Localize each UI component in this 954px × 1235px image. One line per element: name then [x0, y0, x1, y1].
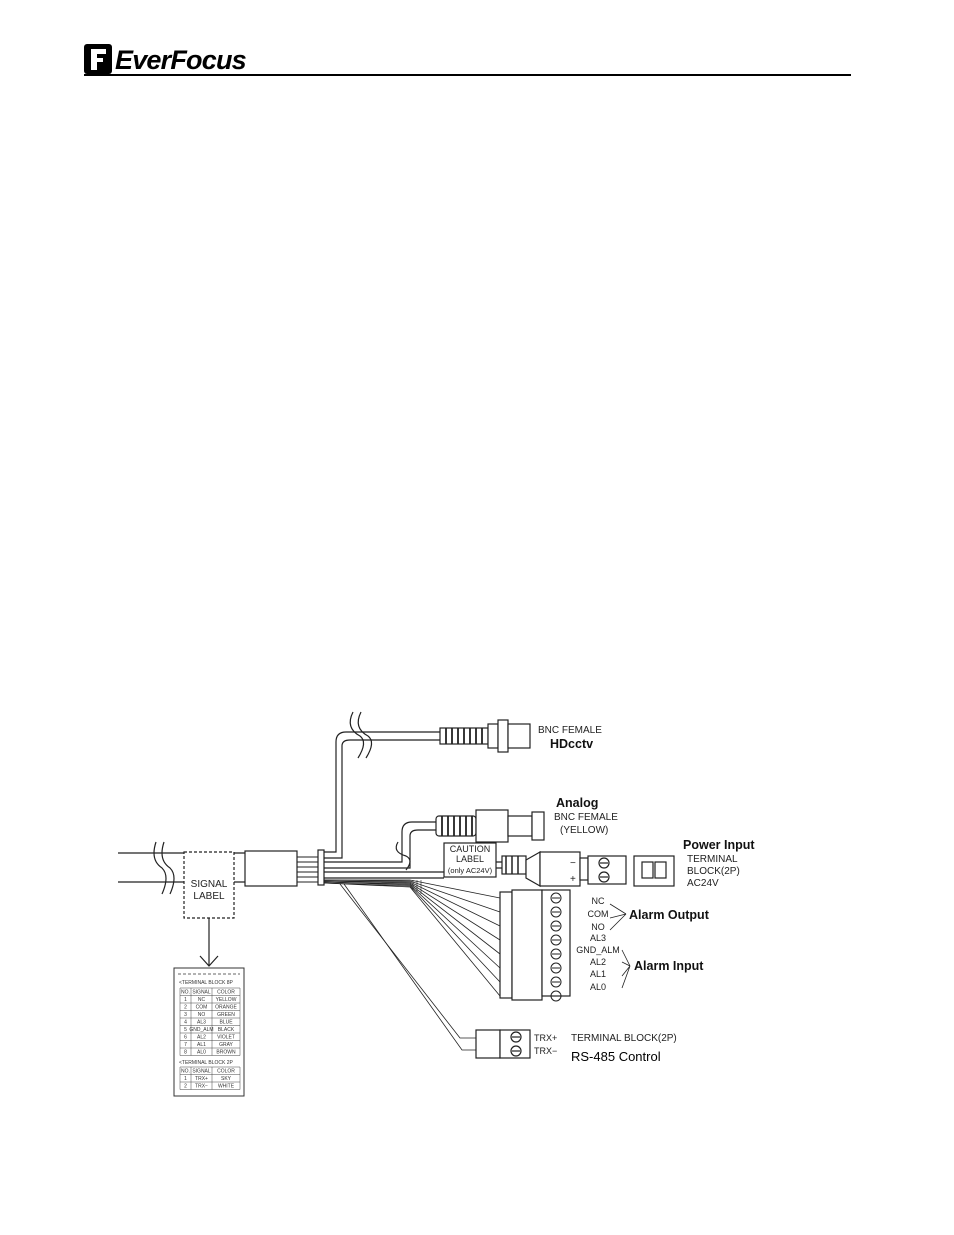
- table-cell: 2: [184, 1084, 187, 1090]
- page-header: EverFocus: [84, 44, 850, 78]
- table-cell: BROWN: [216, 1050, 236, 1056]
- alarm-pin-label: AL1: [590, 969, 606, 979]
- signal-label-line-2: LABEL: [193, 891, 225, 902]
- power-minus-sign: −: [570, 858, 576, 869]
- table-header-cell: SIGNAL: [192, 1069, 211, 1075]
- table-cell: 1: [184, 1076, 187, 1082]
- power-input-line-1: TERMINAL: [687, 854, 738, 865]
- table-cell: SKY: [221, 1076, 232, 1082]
- analog-bnc-label: BNC FEMALE: [554, 812, 618, 823]
- signal-label-line-1: SIGNAL: [191, 879, 228, 890]
- power-input-title: Power Input: [683, 838, 755, 852]
- caution-label-line-1: CAUTION: [450, 844, 491, 854]
- table-header-cell: SIGNAL: [192, 990, 211, 996]
- alarm-pin-labels: NC COM NO AL3 GND_ALM AL2 AL1 AL0: [576, 896, 620, 992]
- table-cell: 5: [184, 1027, 187, 1033]
- table-cell: AL2: [197, 1035, 206, 1041]
- table-cell: VIOLET: [217, 1035, 235, 1041]
- table-cell: NC: [198, 997, 206, 1003]
- hdcctv-bnc-label: BNC FEMALE: [538, 725, 602, 736]
- table-cell: 4: [184, 1020, 187, 1026]
- table-header-cell: NO.: [181, 990, 190, 996]
- table-cell: 8: [184, 1050, 187, 1056]
- table-cell: 2: [184, 1005, 187, 1011]
- power-plus-sign: +: [570, 874, 576, 885]
- rs485-terminal-label: TERMINAL BLOCK(2P): [571, 1033, 677, 1044]
- table-header-cell: NO.: [181, 1069, 190, 1075]
- hdcctv-title: HDcctv: [550, 737, 593, 751]
- table-cell: 6: [184, 1035, 187, 1041]
- table-cell: ORANGE: [215, 1005, 237, 1011]
- alarm-pin-label: AL3: [590, 933, 606, 943]
- table-cell: NO: [198, 1012, 206, 1018]
- caution-label-line-2: LABEL: [456, 854, 484, 864]
- table-cell: GND_ALM: [189, 1027, 213, 1033]
- rs485-pin-label: TRX+: [534, 1033, 557, 1043]
- table-cell: 3: [184, 1012, 187, 1018]
- table-header-cell: COLOR: [217, 990, 235, 996]
- table-cell: AL0: [197, 1050, 206, 1056]
- alarm-pin-label: NO: [591, 922, 605, 932]
- rs485-title: RS-485 Control: [571, 1049, 661, 1064]
- table-cell: AL1: [197, 1042, 206, 1048]
- rs485-pin-label: TRX−: [534, 1046, 557, 1056]
- analog-title: Analog: [556, 796, 598, 810]
- table-cell: TRX+: [195, 1076, 208, 1082]
- table-cell: BLUE: [219, 1020, 233, 1026]
- analog-color-label: (YELLOW): [560, 825, 608, 836]
- table-cell: 1: [184, 997, 187, 1003]
- alarm-pin-label: AL0: [590, 982, 606, 992]
- alarm-input-title: Alarm Input: [634, 959, 704, 973]
- table-cell: COM: [196, 1005, 208, 1011]
- table-cell: GREEN: [217, 1012, 235, 1018]
- power-input-line-2: BLOCK(2P): [687, 866, 740, 877]
- alarm-pin-label: COM: [588, 909, 609, 919]
- alarm-output-title: Alarm Output: [629, 908, 710, 922]
- table-cell: BLACK: [218, 1027, 235, 1033]
- table-cell: YELLOW: [216, 997, 237, 1003]
- table-cell: TRX−: [195, 1084, 208, 1090]
- caution-label-line-3: (only AC24V): [448, 866, 493, 875]
- table-cell: GRAY: [219, 1042, 233, 1048]
- table-cell: WHITE: [218, 1084, 235, 1090]
- power-input-line-3: AC24V: [687, 878, 719, 889]
- header-rule: [84, 74, 851, 76]
- block2-title: <TERMINAL BLOCK 2P: [179, 1060, 234, 1066]
- table-cell: 7: [184, 1042, 187, 1048]
- brand-name: EverFocus: [115, 45, 247, 75]
- table-header-cell: COLOR: [217, 1069, 235, 1075]
- alarm-pin-label: NC: [592, 896, 605, 906]
- table-cell: AL3: [197, 1020, 206, 1026]
- alarm-pin-label: AL2: [590, 957, 606, 967]
- everfocus-logo-icon: [84, 44, 112, 74]
- alarm-pin-label: GND_ALM: [576, 945, 620, 955]
- block8-title: <TERMINAL BLOCK 8P: [179, 980, 234, 986]
